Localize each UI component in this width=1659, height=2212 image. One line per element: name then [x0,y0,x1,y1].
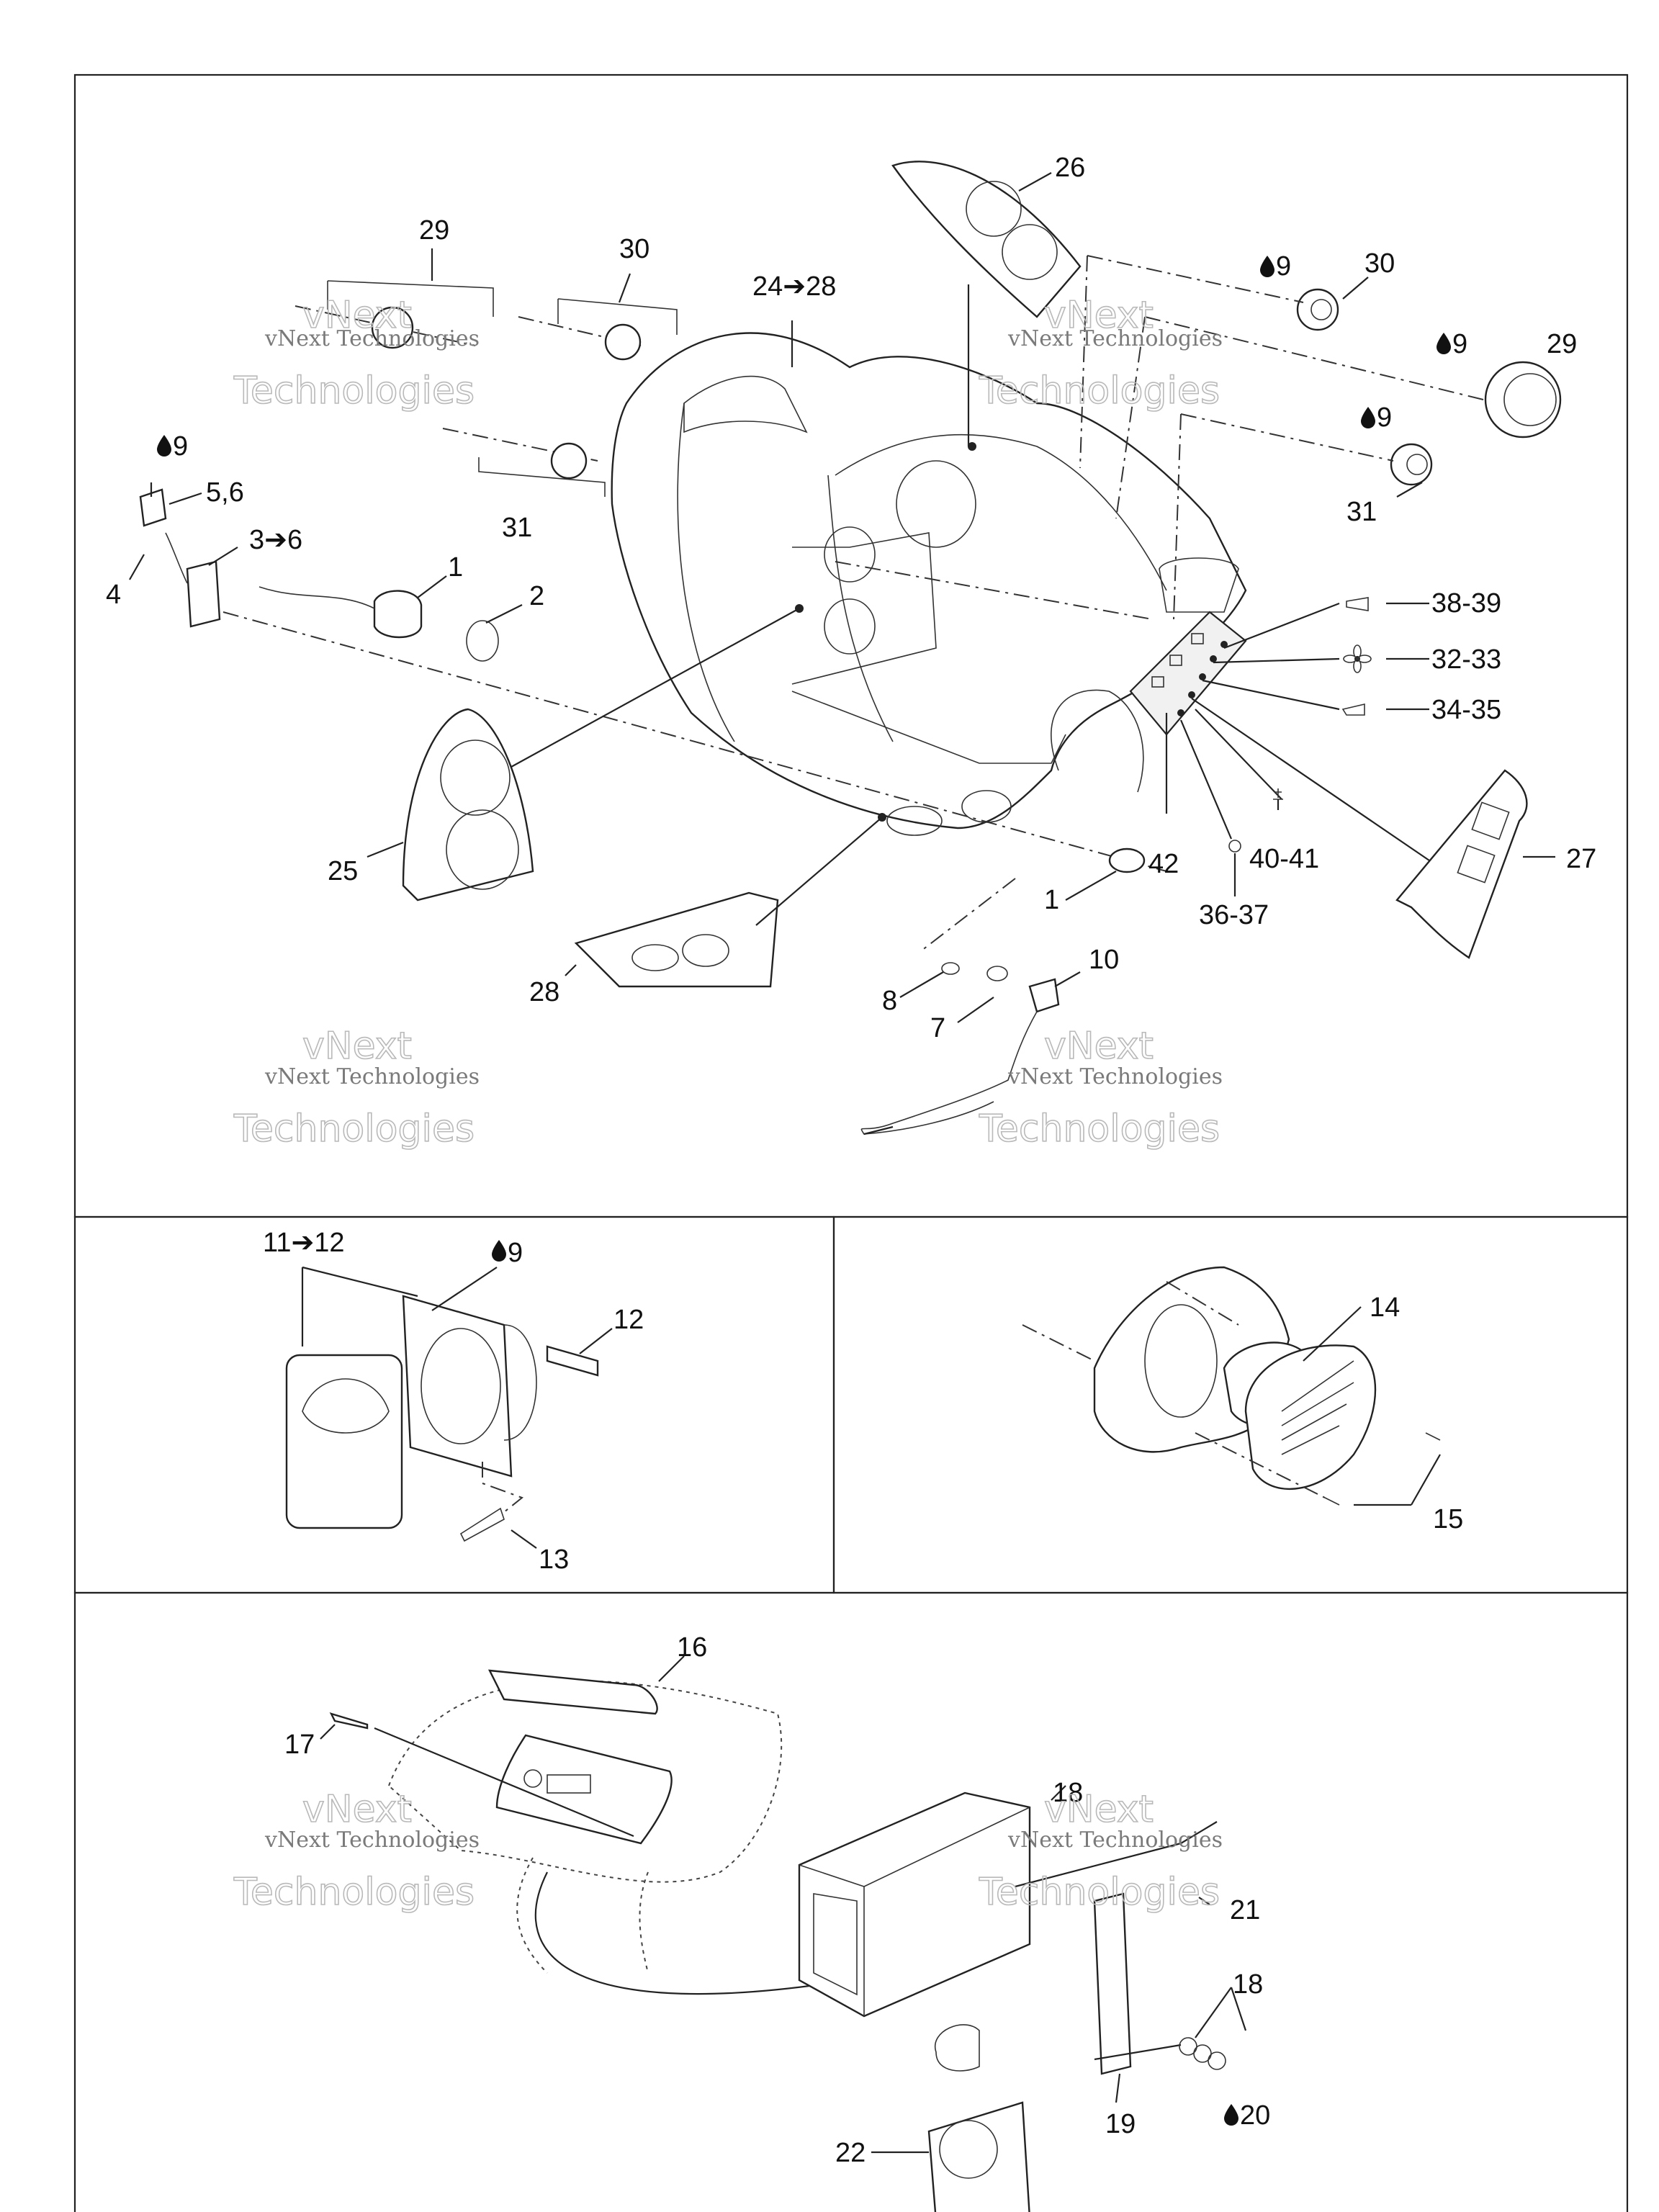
callout-9a: 9 [1276,251,1291,282]
callout-7: 7 [930,1013,945,1043]
callout-13: 13 [539,1545,569,1575]
callout-22: 22 [835,2138,866,2168]
svg-text:Technologies: Technologies [979,1871,1220,1914]
svg-text:vNext Technologies: vNext Technologies [1007,1827,1223,1853]
watermark-4: vNext vNext Technologies Technologies [978,1024,1223,1151]
callout-9e: 9 [508,1238,523,1268]
cover-28 [574,891,779,988]
callout-labels: 26 29 30 24➔28 9 30 9 29 9 31 31 9 5,6 3… [106,153,1596,2168]
callout-40-41: 40-41 [1249,844,1319,874]
callout-3-6: 3➔6 [249,525,302,555]
callout-leaders-top [129,172,1555,1023]
callout-1-lanyard: 1 [1044,885,1059,915]
horn-assembly [1022,1266,1441,1506]
gauge-pod-25 [402,708,534,902]
oil-drop-icon [157,256,1451,2126]
horn-switch-icon [1346,597,1369,611]
svg-text:vNext: vNext [302,1025,412,1068]
anchor-light-icon [1228,840,1241,853]
svg-text:Technologies: Technologies [233,1871,475,1914]
watermark-1: vNext vNext Technologies Technologies [233,293,480,413]
callout-29-left: 29 [419,215,449,246]
lanyard-assembly [860,848,1146,1136]
callout-27: 27 [1566,844,1596,874]
callout-30-left: 30 [619,234,649,264]
callout-16: 16 [677,1632,707,1663]
panel-frames [73,73,1629,2212]
callout-25: 25 [328,856,358,886]
switch-bezel-27 [1395,769,1528,959]
callout-18-top: 18 [1053,1778,1083,1808]
watermark-2: vNext vNext Technologies Technologies [978,293,1223,413]
callout-17: 17 [284,1730,315,1760]
gauge-31 [1390,443,1433,486]
gauge-harnesses [295,280,678,497]
svg-text:Technologies: Technologies [979,1107,1220,1151]
callout-30-right: 30 [1364,248,1395,279]
console-assembly [611,332,1247,836]
watermark-3: vNext vNext Technologies Technologies [233,1024,480,1151]
callout-2: 2 [529,581,544,611]
callout-18-bottom: 18 [1233,1969,1263,2000]
svg-text:vNext Technologies: vNext Technologies [1007,326,1223,351]
svg-text:Technologies: Technologies [233,369,475,413]
callout-21: 21 [1230,1895,1260,1925]
gauge-leaders [835,255,1484,620]
watermark-5: vNext vNext Technologies Technologies [233,1787,480,1915]
svg-text:vNext: vNext [1044,294,1154,337]
callout-38-39: 38-39 [1431,588,1501,619]
gauge-pod-26 [891,161,1082,318]
callout-11-12: 11➔12 [263,1228,345,1258]
svg-text:vNext: vNext [1044,1788,1154,1831]
callout-12: 12 [613,1305,644,1335]
key-switch-assembly [139,488,1167,872]
callout-1-key: 1 [448,552,463,583]
svg-text:vNext: vNext [1044,1025,1154,1068]
svg-text:vNext: vNext [302,294,412,337]
watermark-6: vNext vNext Technologies Technologies [978,1787,1223,1915]
callout-5-6: 5,6 [206,477,244,508]
callout-36-37: 36-37 [1199,900,1269,930]
callout-8: 8 [882,986,897,1016]
callout-14: 14 [1370,1292,1400,1323]
svg-text:vNext Technologies: vNext Technologies [264,326,480,351]
callout-32-33: 32-33 [1431,644,1501,675]
callout-26: 26 [1055,153,1085,183]
svg-text:vNext: vNext [302,1788,412,1831]
callout-4: 4 [106,580,121,610]
callout-42: 42 [1148,849,1179,879]
callout-15: 15 [1433,1504,1463,1534]
callout-20: 20 [1240,2100,1270,2131]
callout-24-28: 24➔28 [752,271,836,302]
gauge-29 [1484,361,1562,439]
fan-switch-icon [1343,644,1372,673]
callout-9b: 9 [1452,329,1467,359]
navigation-light-icon [1273,788,1283,800]
svg-text:vNext Technologies: vNext Technologies [264,1827,480,1853]
svg-text:vNext Technologies: vNext Technologies [1007,1064,1223,1089]
callout-19: 19 [1105,2109,1136,2139]
callout-10: 10 [1089,945,1119,975]
svg-text:vNext Technologies: vNext Technologies [264,1064,480,1089]
callout-9c: 9 [1377,403,1392,433]
callout-9d: 9 [173,431,188,462]
stereo-assembly [320,1655,1247,2212]
callout-31-left: 31 [502,513,532,543]
gauge-30 [1296,288,1339,331]
callout-28: 28 [529,977,559,1007]
svg-text:Technologies: Technologies [979,369,1220,413]
callout-31-right: 31 [1346,497,1377,527]
callout-34-35: 34-35 [1431,695,1501,725]
courtesy-light-assembly [285,1266,613,1549]
bilge-pump-switch-icon [1341,703,1365,716]
callout-29-right: 29 [1547,329,1577,359]
svg-text:Technologies: Technologies [233,1107,475,1151]
